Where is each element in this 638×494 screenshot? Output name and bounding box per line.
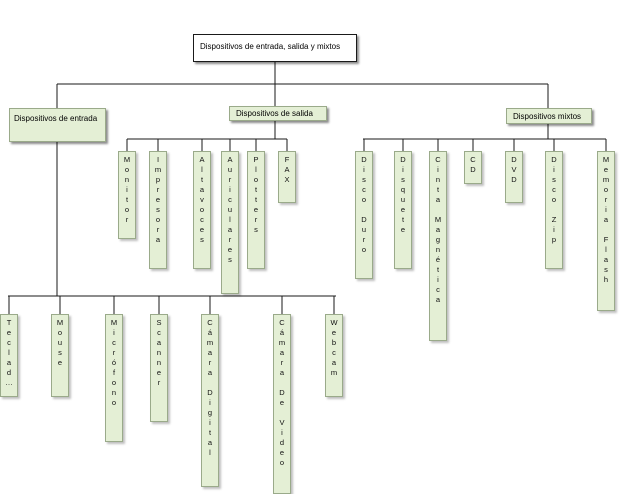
output-devices-node: Dispositivos de salida: [229, 106, 327, 121]
input-devices-label: Dispositivos de entrada: [14, 114, 98, 123]
output-devices-label: Dispositivos de salida: [236, 109, 313, 118]
mixed-devices-node: Dispositivos mixtos: [506, 108, 592, 124]
mixed-devices-label: Dispositivos mixtos: [513, 112, 582, 121]
input-devices-node: Dispositivos de entrada: [9, 108, 106, 142]
root-label: Dispositivos de entrada, salida y mixtos: [200, 42, 341, 51]
root-node: Dispositivos de entrada, salida y mixtos: [193, 34, 357, 62]
